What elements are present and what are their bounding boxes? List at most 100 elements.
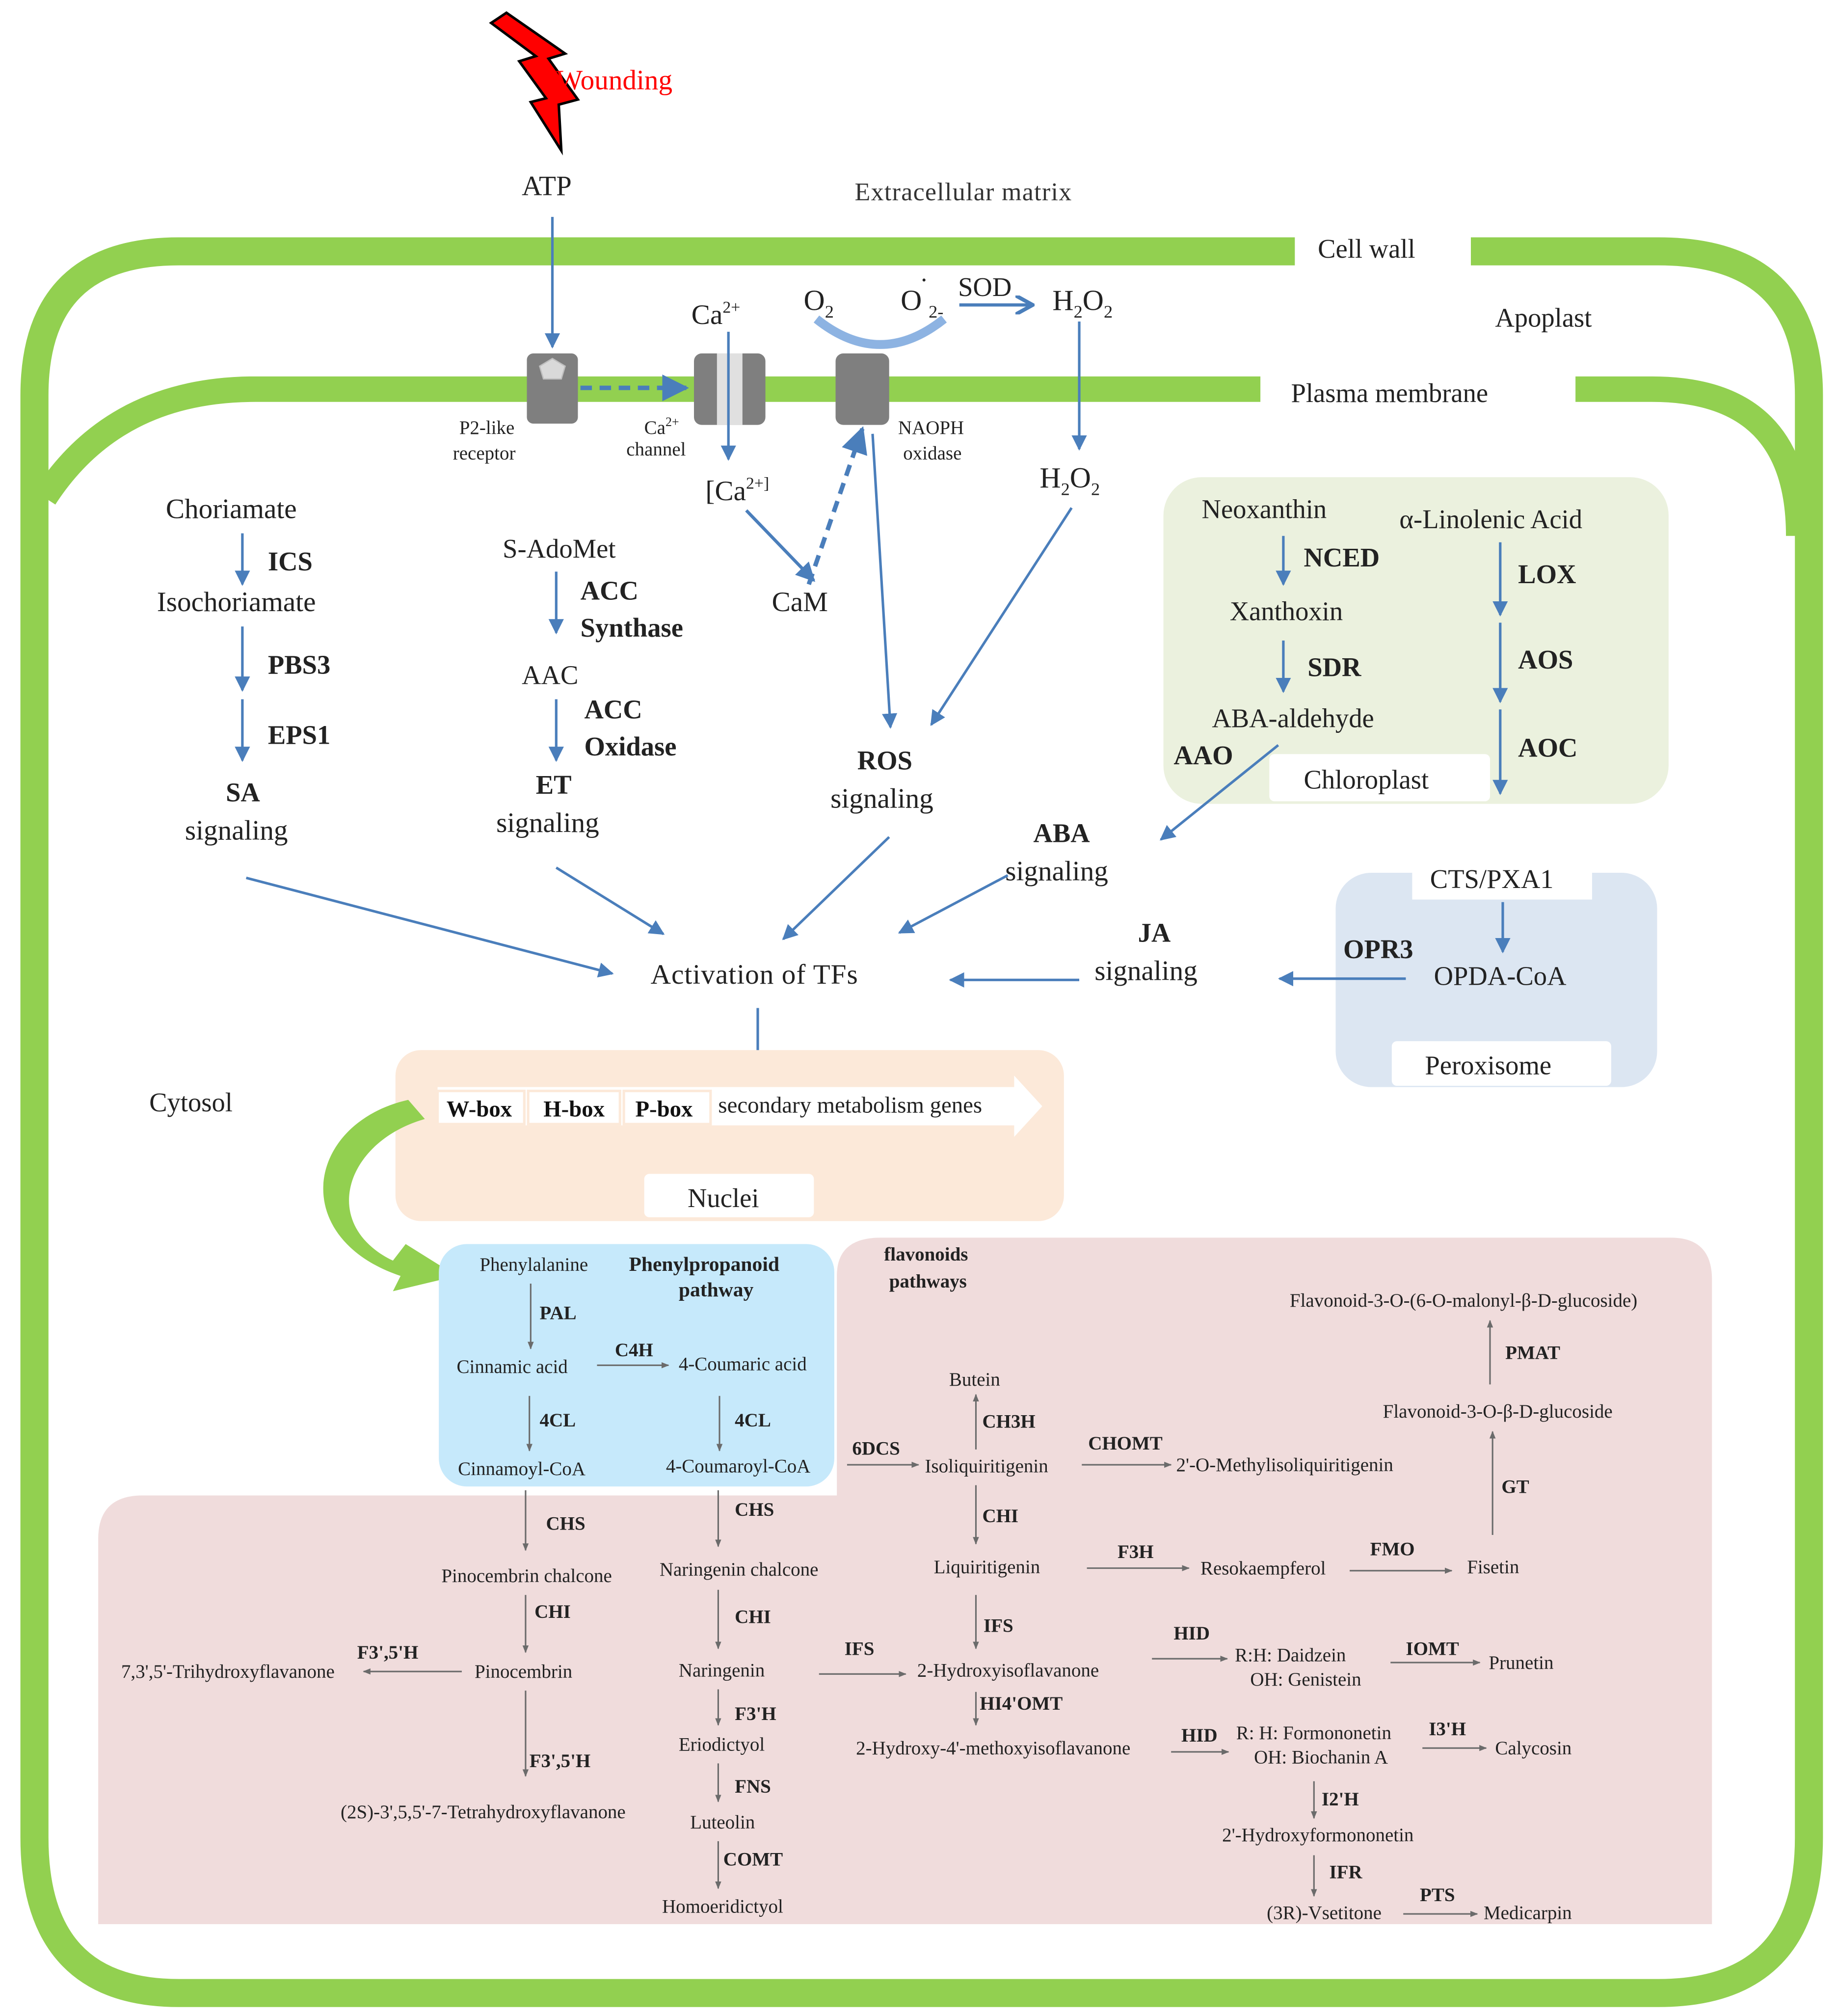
- hid-enzyme-a: HID: [1173, 1623, 1210, 1644]
- ca-to-cam-arrow: [745, 509, 816, 582]
- ics-enzyme: ICS: [268, 546, 313, 576]
- phenyl-title-2: pathway: [679, 1278, 754, 1301]
- genes-label: secondary metabolism genes: [718, 1093, 982, 1118]
- hydroxyisoflavanone-label: 2-Hydroxyisoflavanone: [917, 1660, 1099, 1681]
- chloroplast-contents: Neoxanthin NCED Xanthoxin SDR ABA-aldehy…: [1173, 494, 1582, 795]
- acc-oxidase-enzyme-1: ACC: [584, 694, 642, 724]
- pts-enzyme: PTS: [1420, 1884, 1455, 1906]
- methoxyiso-label: 2-Hydroxy-4'-methoxyisoflavanone: [856, 1738, 1130, 1759]
- vsetitone-label: (3R)-Vsetitone: [1267, 1902, 1382, 1923]
- plasma-membrane: [34, 376, 1812, 536]
- homoeridictyol-label: Homoeridictyol: [662, 1896, 783, 1917]
- pinocembrin-label: Pinocembrin: [475, 1661, 572, 1682]
- aba-label: ABA: [1033, 818, 1090, 848]
- h2o2-in-label: H2O2: [1039, 461, 1100, 499]
- cytosol-label: Cytosol: [149, 1087, 233, 1117]
- acc-oxidase-enzyme-2: Oxidase: [584, 731, 676, 761]
- isoliquiritigenin-label: Isoliquiritigenin: [925, 1456, 1048, 1477]
- extracellular-label: Extracellular matrix: [855, 178, 1072, 206]
- cinnamic-label: Cinnamic acid: [457, 1356, 568, 1377]
- ch3h-enzyme: CH3H: [982, 1411, 1035, 1432]
- et-pathway: S-AdoMet ACC Synthase AAC ACC Oxidase ET…: [496, 534, 683, 838]
- et-label: ET: [536, 770, 572, 800]
- nced-enzyme: NCED: [1304, 542, 1380, 572]
- aoc-enzyme: AOC: [1518, 732, 1577, 762]
- 4cl-enzyme-a: 4CL: [540, 1410, 576, 1431]
- ca-out-label: Ca2+: [692, 298, 740, 330]
- eps1-enzyme: EPS1: [268, 720, 330, 750]
- ifr-enzyme: IFR: [1329, 1861, 1362, 1882]
- pinocembrin-chalcone-label: Pinocembrin chalcone: [441, 1565, 612, 1586]
- superoxide-label: O˙2-: [901, 273, 943, 322]
- gt-enzyme: GT: [1501, 1476, 1529, 1497]
- ca-channel-label-2: channel: [626, 439, 686, 460]
- ca-in-label: [Ca2+]: [705, 475, 769, 507]
- opda-label: OPDA-CoA: [1434, 961, 1567, 991]
- nadph-oxidase: [835, 353, 889, 425]
- lightning-bolt-icon: [489, 11, 580, 156]
- aba-signaling-label: signaling: [1005, 856, 1108, 887]
- signal-convergence-arrows: [246, 836, 1080, 1071]
- peroxisome-top-box: [1412, 857, 1592, 900]
- cam-to-nadph-arrow: [806, 426, 867, 585]
- aba-aldehyde-label: ABA-aldehyde: [1212, 703, 1374, 733]
- isochoriamate-label: Isochoriamate: [157, 587, 316, 618]
- hid-enzyme-b: HID: [1181, 1725, 1218, 1746]
- comt-enzyme: COMT: [723, 1849, 783, 1870]
- receptor-label-2: receptor: [453, 443, 516, 464]
- naringenin-label: Naringenin: [679, 1660, 765, 1681]
- o2-conversion-arrow: [813, 315, 947, 349]
- pbox-label: P-box: [635, 1096, 693, 1122]
- aao-enzyme: AAO: [1173, 740, 1233, 770]
- f35h-enzyme-b: F3',5'H: [530, 1750, 591, 1772]
- nuclei-label-box: [644, 1174, 814, 1217]
- h2o2-out-label: H2O2: [1052, 284, 1113, 322]
- sa-label: SA: [226, 777, 260, 807]
- h2o2-to-ros-arrow: [930, 507, 1073, 726]
- hi4omt-enzyme: HI4'OMT: [980, 1693, 1063, 1714]
- calycosin-label: Calycosin: [1495, 1738, 1571, 1759]
- luteolin-label: Luteolin: [690, 1812, 755, 1833]
- aldehyde-to-aba-arrow: [1159, 744, 1279, 841]
- sadomet-label: S-AdoMet: [503, 534, 615, 564]
- i3h-enzyme: I3'H: [1429, 1719, 1466, 1740]
- flavonoid-region: [98, 1237, 1712, 1924]
- iomt-enzyme: IOMT: [1406, 1638, 1459, 1659]
- ja-signaling-label: signaling: [1094, 955, 1198, 986]
- aos-enzyme: AOS: [1518, 645, 1573, 674]
- chomt-enzyme: CHOMT: [1088, 1433, 1163, 1454]
- chloroplast-compartment: [1163, 477, 1669, 804]
- f3primeh-enzyme: F3'H: [735, 1703, 776, 1724]
- ros-signaling-label: signaling: [830, 783, 933, 814]
- pal-enzyme: PAL: [540, 1303, 577, 1324]
- choriamate-label: Choriamate: [166, 493, 297, 524]
- activation-label: Activation of TFs: [651, 959, 858, 990]
- naringenin-chalcone-label: Naringenin chalcone: [660, 1559, 819, 1580]
- phenyl-title-1: Phenylpropanoid: [629, 1253, 779, 1275]
- cts-label: CTS/PXA1: [1430, 864, 1554, 894]
- chs-enzyme-a: CHS: [546, 1513, 586, 1534]
- chi-enzyme-b: CHI: [534, 1601, 571, 1622]
- wbox-label: W-box: [447, 1096, 512, 1122]
- phenylalanine-label: Phenylalanine: [479, 1254, 588, 1275]
- phenylpropanoid-contents: Phenylpropanoid pathway Phenylalanine PA…: [457, 1253, 811, 1479]
- f35h-enzyme-a: F3',5'H: [357, 1642, 419, 1663]
- methyliso-label: 2'-O-Methylisoliquiritigenin: [1176, 1454, 1393, 1476]
- nuclei-label: Nuclei: [688, 1183, 759, 1213]
- hydroxyformononetin-label: 2'-Hydroxyformononetin: [1222, 1825, 1413, 1846]
- cinnamoyl-label: Cinnamoyl-CoA: [458, 1458, 586, 1479]
- butein-label: Butein: [949, 1369, 1000, 1390]
- ros-label: ROS: [857, 745, 912, 775]
- coumaric-label: 4-Coumaric acid: [679, 1354, 807, 1375]
- genistein-label: OH: Genistein: [1250, 1669, 1361, 1690]
- peroxisome-compartment: [1335, 872, 1657, 1087]
- flavonoid-contents: flavonoids pathways 6DCS Isoliquiritigen…: [121, 1244, 1637, 1923]
- lox-enzyme: LOX: [1518, 559, 1576, 589]
- sdr-enzyme: SDR: [1307, 652, 1361, 682]
- flavonoid-title-1: flavonoids: [884, 1244, 968, 1265]
- coumaroyl-label: 4-Coumaroyl-CoA: [666, 1456, 811, 1477]
- 4cl-enzyme-b: 4CL: [735, 1410, 771, 1431]
- resokaempferol-label: Resokaempferol: [1200, 1558, 1326, 1579]
- f3h-enzyme: F3H: [1118, 1541, 1154, 1562]
- i2h-enzyme: I2'H: [1322, 1789, 1359, 1810]
